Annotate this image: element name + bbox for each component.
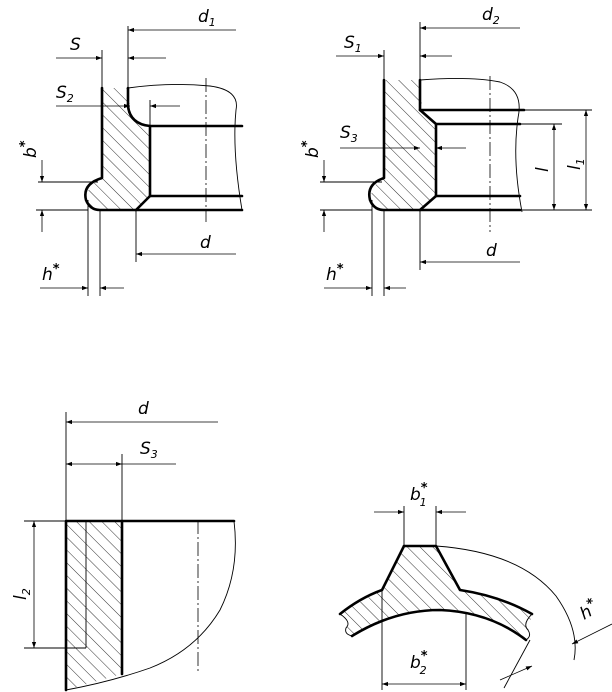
view-4-outer-arc (435, 545, 576, 661)
view-2-wall-section (371, 80, 436, 210)
view-1: d1 S S2 b* d h* (18, 7, 244, 296)
view-4-outline (402, 544, 534, 616)
label-s1: S1 (344, 33, 362, 55)
view-3-break-line (65, 520, 236, 691)
dim-h-star-3-line (499, 665, 533, 681)
label-b2-star: b*2 (410, 649, 428, 677)
view-3-wall-section (66, 521, 122, 690)
label-l: l (533, 167, 553, 172)
label-d-3: d (138, 399, 149, 419)
view-4-break-left (339, 613, 353, 637)
view-2-inner-edge (418, 78, 522, 126)
label-b-star-2: b* (300, 140, 323, 158)
label-b1-star: b*1 (410, 481, 428, 509)
label-h-star-3: h* (575, 596, 602, 625)
label-s: S (70, 35, 81, 55)
label-d: d (200, 233, 211, 253)
label-d-2: d (486, 241, 497, 261)
label-l2: l2 (11, 588, 33, 600)
view-4-break-right (525, 613, 533, 641)
label-s3-2: S3 (140, 439, 158, 461)
view-1-break-line (127, 83, 243, 211)
label-s3: S3 (340, 123, 358, 145)
label-d1: d1 (198, 7, 216, 29)
label-h-star: h* (42, 262, 60, 285)
view-2: d2 S1 S3 b* l l1 d h* (300, 5, 592, 296)
view-4: b*1 b*2 h* (338, 481, 612, 690)
view-2-break-line (419, 77, 523, 213)
label-l1: l1 (565, 158, 587, 170)
label-d2: d2 (482, 5, 500, 27)
view-4-inner-arc (350, 608, 528, 642)
label-s2: S2 (56, 83, 74, 105)
view-3: d S3 l2 (11, 399, 236, 692)
view-1-inner-edge (126, 86, 244, 128)
label-h-star-2: h* (326, 262, 344, 285)
label-b-star: b* (18, 140, 41, 158)
